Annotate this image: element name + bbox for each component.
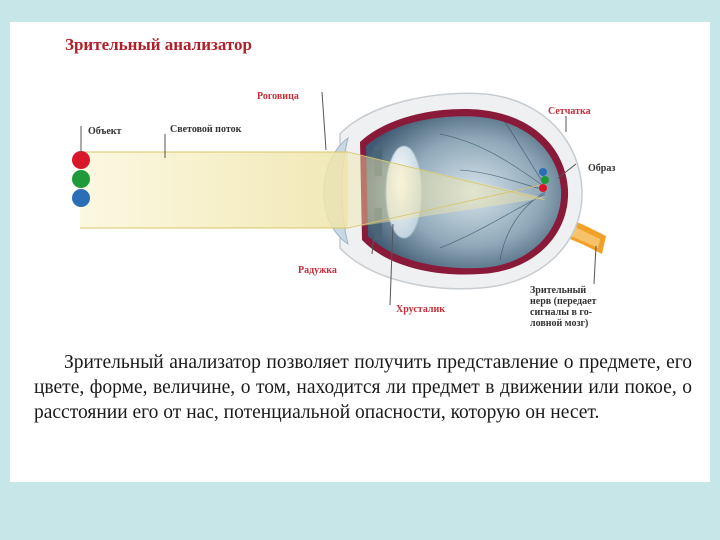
label-retina: Сетчатка (548, 106, 591, 117)
label-optic-nerve-4: ловной мозг) (530, 318, 588, 329)
object-blue-ball (72, 189, 90, 207)
label-optic-nerve-2: нерв (передает (530, 296, 597, 307)
object-green-ball (72, 170, 90, 188)
description-text: Зрительный анализатор позволяет получить… (34, 352, 692, 423)
label-lens: Хрусталик (396, 304, 445, 315)
slide: Зрительный анализатор (10, 22, 710, 482)
object-red-ball (72, 151, 90, 169)
label-cornea: Роговица (257, 91, 299, 102)
label-image: Образ (588, 163, 615, 174)
description-paragraph: Зрительный анализатор позволяет получить… (34, 350, 692, 425)
label-iris: Радужка (298, 265, 337, 276)
image-blue-ball (539, 168, 547, 176)
label-optic-nerve-1: Зрительный (530, 285, 586, 296)
light-beam (80, 152, 348, 228)
eye-diagram: Объект Световой поток Роговица Сетчатка … (10, 22, 710, 342)
image-green-ball (541, 176, 549, 184)
label-light-flow: Световой поток (170, 124, 242, 135)
label-object: Объект (88, 126, 122, 137)
label-optic-nerve-3: сигналы в го- (530, 307, 592, 318)
image-red-ball (539, 184, 547, 192)
